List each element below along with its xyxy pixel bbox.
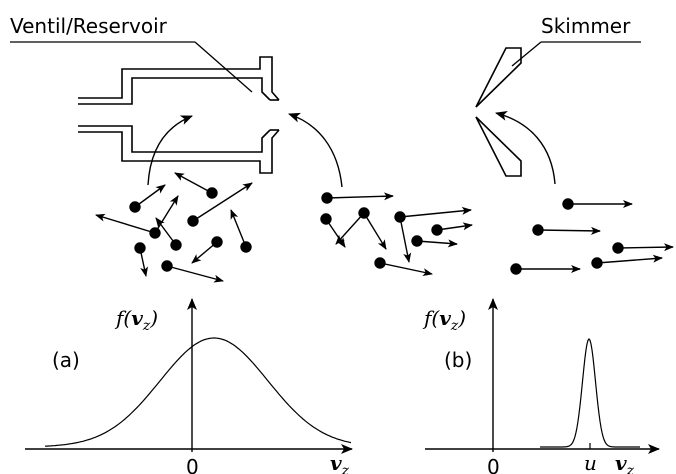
reservoir-leader-line [194, 41, 253, 93]
molecule [155, 217, 182, 251]
panel-b: (b) f(vz) 0 u vz [422, 298, 660, 474]
panel-b-tag: (b) [444, 348, 472, 372]
skimmer-label: Skimmer [541, 14, 631, 38]
molecule [612, 242, 674, 254]
flow-arrow-out-of-nozzle [288, 112, 343, 188]
panel-a: (a) f(vz) 0 vz [25, 298, 353, 474]
molecules-expansion [320, 192, 473, 277]
molecule [321, 192, 394, 204]
panel-b-x-label: vz [615, 451, 635, 474]
molecule [174, 172, 218, 199]
molecules-beam [510, 198, 674, 275]
skimmer-label-group: Skimmer [511, 14, 641, 67]
molecule [374, 257, 433, 277]
molecule [129, 184, 166, 213]
skimmer-leader-line [511, 41, 542, 67]
molecule [363, 212, 387, 250]
panel-b-distribution-curve [540, 338, 640, 448]
flow-arrows [147, 110, 556, 188]
molecule [161, 260, 224, 283]
molecule [394, 206, 472, 223]
reservoir-label: Ventil/Reservoir [10, 14, 168, 38]
reservoir-label-group: Ventil/Reservoir [10, 14, 253, 93]
panel-a-origin-tick: 0 [186, 455, 199, 474]
flow-arrow-into-reservoir [147, 115, 193, 186]
panel-a-distribution-curve [44, 337, 352, 447]
molecules-reservoir [95, 172, 253, 283]
molecule [134, 242, 149, 277]
skimmer [475, 47, 522, 177]
panel-a-y-label: f(vz) [114, 306, 158, 334]
molecule [510, 263, 581, 275]
panel-b-peak-label: u [584, 451, 597, 474]
molecule [399, 216, 412, 263]
molecule [320, 213, 346, 248]
molecule [532, 224, 601, 236]
molecule [411, 235, 458, 248]
panel-b-origin-tick: 0 [487, 455, 500, 474]
molecule [562, 198, 633, 210]
molecule [431, 222, 473, 236]
panel-a-tag: (a) [52, 348, 80, 372]
panel-b-y-label: f(vz) [422, 306, 466, 334]
molecule [591, 254, 663, 269]
molecule [95, 213, 161, 239]
molecule [191, 236, 223, 264]
molecule [154, 195, 179, 234]
molecule [187, 182, 253, 227]
reservoir-nozzle [78, 56, 280, 174]
flow-arrow-into-skimmer [495, 110, 556, 185]
panel-a-x-label: vz [330, 451, 350, 474]
molecule [230, 209, 252, 253]
